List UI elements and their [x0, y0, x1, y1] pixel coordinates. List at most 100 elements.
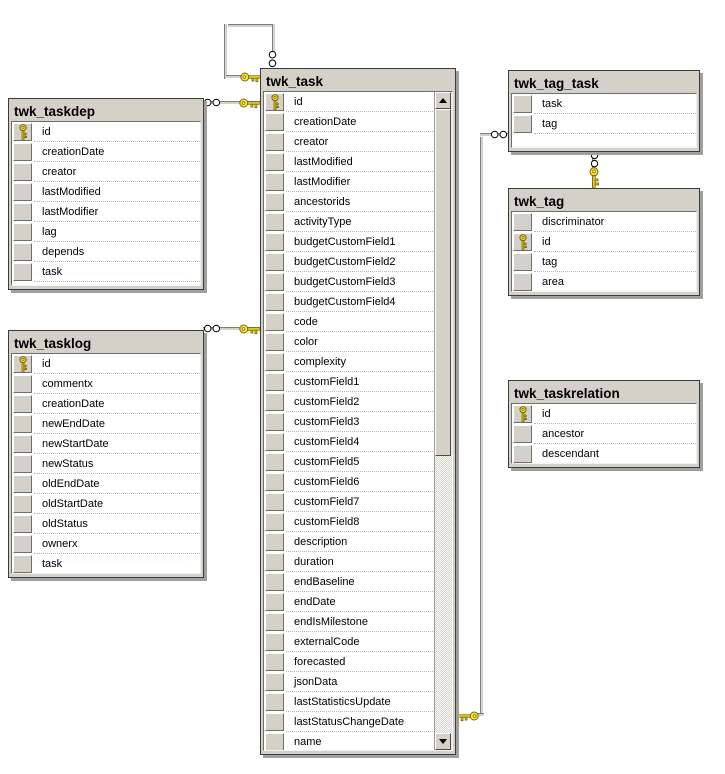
column-row[interactable]: customField7	[264, 492, 435, 512]
row-selector-cell[interactable]	[13, 143, 32, 161]
row-selector-cell[interactable]	[13, 415, 32, 433]
row-selector-cell[interactable]	[265, 113, 284, 131]
column-row[interactable]: name	[264, 732, 435, 750]
column-row[interactable]: customField3	[264, 412, 435, 432]
row-selector-cell[interactable]	[265, 213, 284, 231]
column-row[interactable]: task	[12, 554, 200, 573]
column-row[interactable]: budgetCustomField4	[264, 292, 435, 312]
column-row[interactable]: creator	[12, 162, 200, 182]
row-selector-cell[interactable]	[265, 733, 284, 750]
row-selector-cell[interactable]	[513, 445, 532, 463]
row-selector-cell[interactable]	[13, 395, 32, 413]
row-selector-cell[interactable]	[265, 233, 284, 251]
row-selector-cell[interactable]	[265, 353, 284, 371]
row-selector-cell[interactable]	[265, 713, 284, 731]
row-selector-cell[interactable]	[265, 273, 284, 291]
row-selector-cell[interactable]	[265, 533, 284, 551]
row-selector-cell[interactable]	[265, 133, 284, 151]
primary-key-cell[interactable]	[13, 355, 32, 373]
scrollbar-thumb[interactable]	[435, 109, 451, 456]
relationship-line[interactable]	[226, 75, 244, 79]
column-row[interactable]: lastStatisticsUpdate	[264, 692, 435, 712]
column-row[interactable]: oldStatus	[12, 514, 200, 534]
row-selector-cell[interactable]	[265, 473, 284, 491]
row-selector-cell[interactable]	[513, 425, 532, 443]
row-selector-cell[interactable]	[265, 593, 284, 611]
row-selector-cell[interactable]	[265, 513, 284, 531]
row-selector-cell[interactable]	[13, 375, 32, 393]
column-row[interactable]: id	[512, 232, 696, 252]
column-row[interactable]: forecasted	[264, 652, 435, 672]
scroll-down-button[interactable]	[435, 733, 451, 750]
column-row[interactable]: ownerx	[12, 534, 200, 554]
row-selector-cell[interactable]	[265, 613, 284, 631]
column-row[interactable]: descendant	[512, 444, 696, 463]
column-row[interactable]: lastModified	[264, 152, 435, 172]
column-row[interactable]: id	[264, 92, 435, 112]
column-row[interactable]: budgetCustomField2	[264, 252, 435, 272]
row-selector-cell[interactable]	[265, 433, 284, 451]
column-row[interactable]: endBaseline	[264, 572, 435, 592]
row-selector-cell[interactable]	[13, 515, 32, 533]
column-row[interactable]: id	[12, 354, 200, 374]
relationship-line[interactable]	[477, 713, 484, 717]
column-row[interactable]: creationDate	[12, 142, 200, 162]
row-selector-cell[interactable]	[13, 475, 32, 493]
column-row[interactable]: ancestorids	[264, 192, 435, 212]
relationship-line[interactable]	[203, 327, 260, 331]
column-row[interactable]: lastStatusChangeDate	[264, 712, 435, 732]
row-selector-cell[interactable]	[13, 223, 32, 241]
column-row[interactable]: tag	[512, 114, 696, 134]
row-selector-cell[interactable]	[513, 273, 532, 291]
row-selector-cell[interactable]	[265, 553, 284, 571]
column-row[interactable]: ancestor	[512, 424, 696, 444]
primary-key-cell[interactable]	[265, 93, 284, 111]
row-selector-cell[interactable]	[513, 95, 532, 113]
row-selector-cell[interactable]	[13, 495, 32, 513]
column-row[interactable]: duration	[264, 552, 435, 572]
scroll-up-button[interactable]	[435, 92, 451, 109]
relationship-line[interactable]	[224, 24, 228, 79]
row-selector-cell[interactable]	[265, 253, 284, 271]
column-row[interactable]: commentx	[12, 374, 200, 394]
row-selector-cell[interactable]	[265, 293, 284, 311]
vertical-scrollbar[interactable]	[434, 92, 452, 750]
relationship-line[interactable]	[224, 24, 276, 28]
column-row[interactable]: lastModifier	[264, 172, 435, 192]
table-title[interactable]: twk_task	[266, 74, 324, 89]
column-row[interactable]: task	[12, 262, 200, 282]
column-row[interactable]: newStartDate	[12, 434, 200, 454]
column-row[interactable]: color	[264, 332, 435, 352]
row-selector-cell[interactable]	[13, 203, 32, 221]
column-row[interactable]: externalCode	[264, 632, 435, 652]
row-selector-cell[interactable]	[13, 163, 32, 181]
column-row[interactable]: oldEndDate	[12, 474, 200, 494]
column-row[interactable]: endIsMilestone	[264, 612, 435, 632]
table-title[interactable]: twk_tasklog	[14, 336, 92, 351]
row-selector-cell[interactable]	[13, 183, 32, 201]
row-selector-cell[interactable]	[265, 413, 284, 431]
row-selector-cell[interactable]	[265, 333, 284, 351]
column-row[interactable]: newStatus	[12, 454, 200, 474]
column-row[interactable]: creationDate	[12, 394, 200, 414]
row-selector-cell[interactable]	[265, 573, 284, 591]
column-row[interactable]: customField6	[264, 472, 435, 492]
column-row[interactable]: newEndDate	[12, 414, 200, 434]
primary-key-cell[interactable]	[513, 405, 532, 423]
row-selector-cell[interactable]	[265, 373, 284, 391]
row-selector-cell[interactable]	[513, 115, 532, 133]
column-row[interactable]: id	[512, 404, 696, 424]
column-row[interactable]: task	[512, 94, 696, 114]
table-title[interactable]: twk_tag	[514, 194, 565, 209]
column-row[interactable]: jsonData	[264, 672, 435, 692]
table-title[interactable]: twk_tag_task	[514, 76, 599, 91]
row-selector-cell[interactable]	[13, 243, 32, 261]
column-row[interactable]: complexity	[264, 352, 435, 372]
column-row[interactable]: oldStartDate	[12, 494, 200, 514]
